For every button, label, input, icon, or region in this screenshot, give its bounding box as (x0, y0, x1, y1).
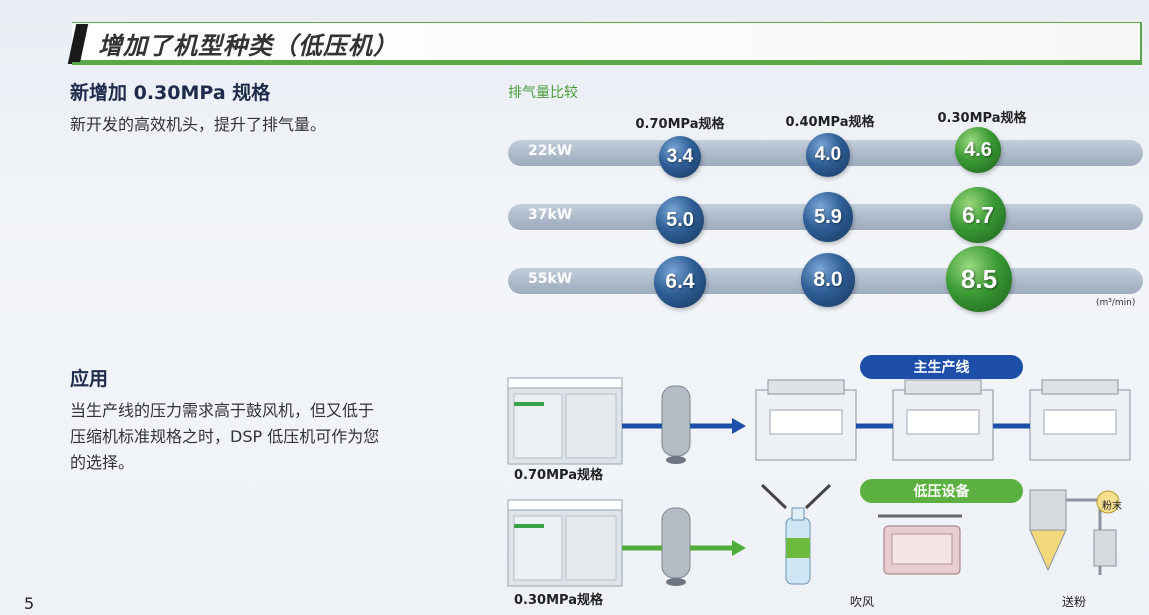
blow-label: 吹风 (850, 595, 875, 609)
value-ball: 8.0 (801, 253, 855, 307)
value-ball: 5.0 (656, 196, 704, 244)
new-spec-text: 新开发的高效机头，提升了排气量。 (70, 115, 327, 134)
row-label: 55kW (528, 271, 573, 287)
new-spec-heading: 新增加 0.30MPa 规格 (70, 82, 271, 104)
application-diagram (507, 377, 1131, 587)
low-pressure-pill: 低压设备 (860, 479, 1023, 503)
value-ball: 4.6 (955, 127, 1001, 173)
spec-label-bottom: 0.30MPa规格 (514, 593, 603, 608)
application-heading: 应用 (70, 368, 109, 390)
value-ball: 6.7 (950, 187, 1006, 243)
application-text-line: 的选择。 (70, 453, 135, 472)
column-header-070: 0.70MPa规格 (635, 117, 725, 132)
section-title: 增加了机型种类（低压机） (98, 32, 398, 60)
air-tank-icon (661, 385, 691, 464)
column-header-030: 0.30MPa规格 (937, 111, 1027, 126)
main-line-pill: 主生产线 (860, 355, 1023, 379)
application-text-line: 当生产线的压力需求高于鼓风机，但又低于 (70, 401, 375, 420)
powder-label: 送粉 (1062, 595, 1087, 609)
air-tank-icon (661, 507, 691, 586)
bottle-blowing-icon (760, 483, 832, 585)
page-number: 5 (24, 594, 35, 613)
powder-tag: 粉末 (1102, 501, 1122, 512)
powder-silo-icon (1029, 489, 1120, 575)
section-banner (72, 22, 1142, 62)
production-machine-icon (755, 379, 857, 461)
value-ball: 3.4 (659, 136, 701, 178)
row-label: 37kW (528, 207, 573, 223)
spec-label-top: 0.70MPa规格 (514, 468, 603, 483)
compressor-unit-icon (507, 499, 623, 587)
production-machine-icon (892, 379, 994, 461)
comparison-title: 排气量比较 (508, 85, 578, 101)
value-ball: 5.9 (803, 192, 853, 242)
value-ball: 4.0 (806, 133, 850, 177)
compressor-unit-icon (507, 377, 623, 465)
application-text: 当生产线的压力需求高于鼓风机，但又低于 压缩机标准规格之时，DSP 低压机可作为… (70, 398, 379, 476)
column-header-040: 0.40MPa规格 (785, 115, 875, 130)
value-ball: 8.5 (946, 246, 1012, 312)
unit-label: (m³/min) (1096, 298, 1136, 308)
value-ball: 6.4 (654, 256, 706, 308)
production-machine-icon (1029, 379, 1131, 461)
air-blower-icon (878, 514, 962, 575)
row-label: 22kW (528, 143, 573, 159)
application-text-line: 压缩机标准规格之时，DSP 低压机可作为您 (70, 427, 380, 446)
banner-underline (72, 62, 1142, 65)
